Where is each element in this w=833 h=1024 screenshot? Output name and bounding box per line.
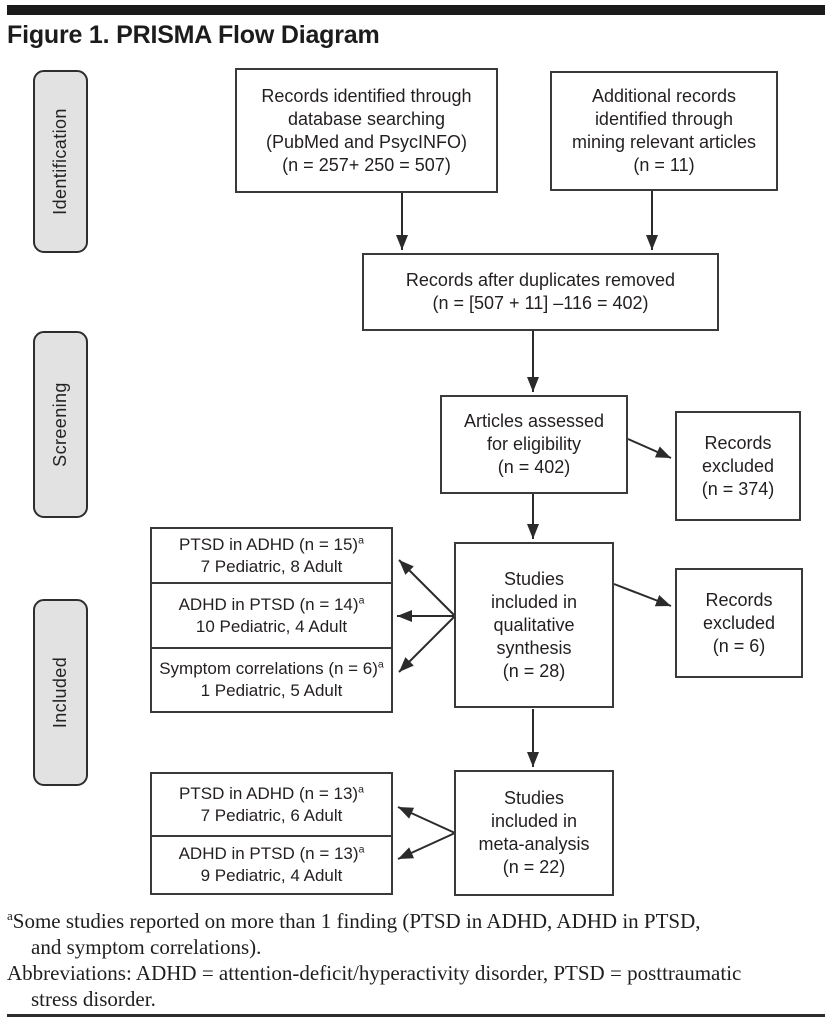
box-line: excluded [701, 455, 775, 476]
section-title-text: PTSD in ADHD (n = 13) [179, 783, 359, 803]
arrow-qualitative-to-ptsd-in-adhd [398, 559, 456, 617]
box-line: meta-analysis [478, 834, 590, 854]
arrow-qualitative-to-symptom-correlations [398, 615, 456, 673]
stack-section-symptom-correlations: Symptom correlations (n = 6)a 1 Pediatri… [152, 647, 391, 711]
footnote-marker: a [358, 843, 365, 856]
footnote-text: Some studies reported on more than 1 fin… [12, 909, 701, 933]
flow-box-records-excluded-screening: Records excluded (n = 374) [675, 411, 801, 521]
stack-section-ptsd-in-adhd: PTSD in ADHD (n = 15)a 7 Pediatric, 8 Ad… [152, 529, 391, 582]
box-line: (n = 28) [502, 660, 566, 681]
footnote-marker: a [377, 658, 384, 671]
bottom-rule [7, 1014, 825, 1017]
box-line: excluded [702, 612, 776, 633]
box-line: Studies [503, 788, 565, 808]
box-line: mining relevant articles [571, 132, 757, 152]
footnote-line: stress disorder. [31, 987, 156, 1011]
stage-label-identification: Identification [33, 70, 88, 253]
figure-title: Figure 1. PRISMA Flow Diagram [7, 21, 380, 49]
footnote-marker: a [358, 593, 365, 606]
stage-label-screening: Screening [33, 331, 88, 518]
section-detail: 1 Pediatric, 5 Adult [200, 681, 343, 700]
footnote-line: aSome studies reported on more than 1 fi… [7, 908, 741, 934]
flow-box-qualitative-synthesis: Studies included in qualitative synthesi… [454, 542, 614, 708]
section-title-text: PTSD in ADHD (n = 15) [179, 534, 359, 554]
section-title: ADHD in PTSD (n = 13)a [179, 843, 365, 865]
box-line: included in [490, 811, 578, 831]
box-line: Records identified through [261, 85, 472, 106]
arrow-meta-to-adhd-in-ptsd [397, 832, 456, 860]
stage-label-text: Included [50, 656, 71, 729]
stage-label-text: Identification [50, 108, 71, 215]
arrow-assessed-to-excluded [627, 438, 672, 459]
box-line: (n = 11) [633, 155, 695, 175]
stack-section-adhd-in-ptsd: ADHD in PTSD (n = 14)a 10 Pediatric, 4 A… [152, 582, 391, 647]
box-line: included in [490, 591, 578, 612]
box-line: Records after duplicates removed [405, 270, 676, 290]
flow-box-records-identified: Records identified through database sear… [235, 68, 498, 193]
section-detail: 7 Pediatric, 6 Adult [200, 805, 343, 825]
flow-box-duplicates-removed: Records after duplicates removed (n = [5… [362, 253, 719, 331]
box-line: for eligibility [486, 434, 582, 454]
section-title: PTSD in ADHD (n = 13)a [179, 783, 364, 805]
section-title: PTSD in ADHD (n = 15)a [179, 534, 364, 556]
stack-section-meta-adhd-in-ptsd: ADHD in PTSD (n = 13)a 9 Pediatric, 4 Ad… [152, 835, 391, 893]
section-title-text: ADHD in PTSD (n = 14) [178, 594, 359, 614]
box-line: (n = 402) [497, 457, 571, 477]
flow-box-meta-analysis: Studies included in meta-analysis (n = 2… [454, 770, 614, 896]
flow-box-articles-assessed: Articles assessed for eligibility (n = 4… [440, 395, 628, 494]
box-line: (PubMed and PsycINFO) [265, 131, 468, 152]
flow-box-additional-records: Additional records identified through mi… [550, 71, 778, 191]
section-title-text: Symptom correlations (n = 6) [159, 659, 378, 678]
box-line: (n = 374) [701, 478, 775, 499]
box-line: database searching [287, 108, 446, 129]
section-title: ADHD in PTSD (n = 14)a [179, 594, 365, 616]
section-title: Symptom correlations (n = 6)a [159, 658, 384, 680]
box-line: qualitative [493, 614, 575, 635]
stage-label-text: Screening [50, 382, 70, 467]
top-rule [7, 5, 825, 15]
box-line: (n = [507 + 11] –116 = 402) [432, 293, 649, 313]
box-line: Records [704, 432, 772, 453]
footnote-marker: a [7, 908, 13, 923]
box-line: (n = 257+ 250 = 507) [282, 154, 451, 175]
box-line: identified through [594, 109, 734, 129]
section-detail: 10 Pediatric, 4 Adult [195, 616, 348, 636]
footnote-line: Abbreviations: ADHD = attention-deficit/… [7, 961, 742, 985]
footnote-marker: a [358, 533, 364, 546]
stack-section-meta-ptsd-in-adhd: PTSD in ADHD (n = 13)a 7 Pediatric, 6 Ad… [152, 774, 391, 835]
box-line: Articles assessed [463, 411, 605, 431]
box-line: Additional records [591, 86, 737, 106]
flow-box-records-excluded-qualitative: Records excluded (n = 6) [675, 568, 803, 678]
stage-label-included: Included [33, 599, 88, 786]
footnote-marker: a [358, 782, 364, 795]
box-line: synthesis [496, 637, 572, 658]
box-line: (n = 22) [502, 857, 566, 877]
box-line: Studies [503, 568, 565, 589]
figure-footnotes: aSome studies reported on more than 1 fi… [7, 908, 741, 1012]
arrow-qualitative-to-excluded [613, 583, 672, 607]
footnote-line: and symptom correlations). [31, 935, 262, 959]
section-detail: 7 Pediatric, 8 Adult [200, 556, 343, 576]
flow-stack-meta-breakdown: PTSD in ADHD (n = 13)a 7 Pediatric, 6 Ad… [150, 772, 393, 895]
box-line: Records [705, 589, 773, 610]
arrow-meta-to-ptsd-in-adhd [397, 806, 456, 834]
flow-stack-qualitative-breakdown: PTSD in ADHD (n = 15)a 7 Pediatric, 8 Ad… [150, 527, 393, 713]
section-title-text: ADHD in PTSD (n = 13) [178, 844, 359, 863]
section-detail: 9 Pediatric, 4 Adult [200, 866, 343, 885]
box-line: (n = 6) [712, 635, 766, 656]
